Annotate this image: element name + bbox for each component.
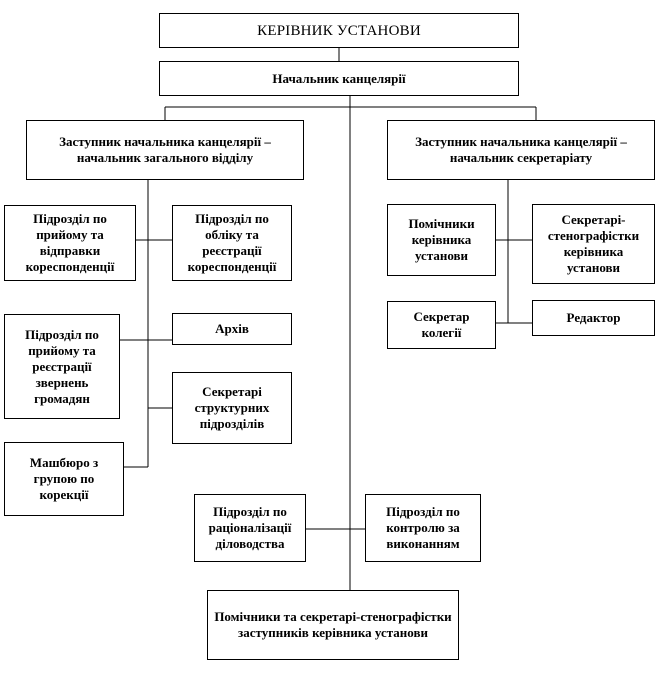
head-stenographers-label: Секретарі-стенографістки керівника устан… xyxy=(547,212,640,275)
chief-office-label: Начальник канцелярії xyxy=(272,70,406,86)
head-box: КЕРІВНИК УСТАНОВИ xyxy=(159,13,519,48)
unit-typing-label: Машбюро з групою по корекції xyxy=(29,455,99,502)
structural-secretaries-label: Секретарі структурних підрозділів xyxy=(194,384,270,431)
unit-citizens-label: Підрозділ по прийому та реєстрації зверн… xyxy=(25,326,99,406)
unit-rationalization-box: Підрозділ по раціоналізації діловодства xyxy=(194,494,306,562)
board-secretary-box: Секретар колегії xyxy=(387,301,496,349)
chief-office-box: Начальник канцелярії xyxy=(159,61,519,96)
editor-box: Редактор xyxy=(532,300,655,336)
head-assistants-label: Помічники керівника установи xyxy=(408,216,475,263)
deputy-secretariat-box: Заступник начальника канцелярії – началь… xyxy=(387,120,655,180)
unit-citizens-box: Підрозділ по прийому та реєстрації зверн… xyxy=(4,314,120,419)
unit-registration-box: Підрозділ по обліку та реєстрації коресп… xyxy=(172,205,292,281)
unit-typing-box: Машбюро з групою по корекції xyxy=(4,442,124,516)
deputy-secretariat-label: Заступник начальника канцелярії – началь… xyxy=(415,134,627,165)
board-secretary-label: Секретар колегії xyxy=(413,309,470,340)
archive-label: Архів xyxy=(215,321,249,336)
deputy-general-label: Заступник начальника канцелярії – началь… xyxy=(59,134,271,165)
structural-secretaries-box: Секретарі структурних підрозділів xyxy=(172,372,292,444)
archive-box: Архів xyxy=(172,313,292,345)
unit-control-box: Підрозділ по контролю за виконанням xyxy=(365,494,481,562)
deputies-assistants-box: Помічники та секретарі-стенографістки за… xyxy=(207,590,459,660)
head-label: КЕРІВНИК УСТАНОВИ xyxy=(257,22,421,39)
editor-label: Редактор xyxy=(566,310,621,325)
unit-control-label: Підрозділ по контролю за виконанням xyxy=(386,504,460,551)
unit-incoming-box: Підрозділ по прийому та відправки коресп… xyxy=(4,205,136,281)
head-assistants-box: Помічники керівника установи xyxy=(387,204,496,276)
unit-rationalization-label: Підрозділ по раціоналізації діловодства xyxy=(208,504,292,551)
deputy-general-box: Заступник начальника канцелярії – началь… xyxy=(26,120,304,180)
head-stenographers-box: Секретарі-стенографістки керівника устан… xyxy=(532,204,655,284)
unit-incoming-label: Підрозділ по прийому та відправки коресп… xyxy=(25,211,115,274)
unit-registration-label: Підрозділ по обліку та реєстрації коресп… xyxy=(187,211,277,274)
deputies-assistants-label: Помічники та секретарі-стенографістки за… xyxy=(214,609,452,640)
